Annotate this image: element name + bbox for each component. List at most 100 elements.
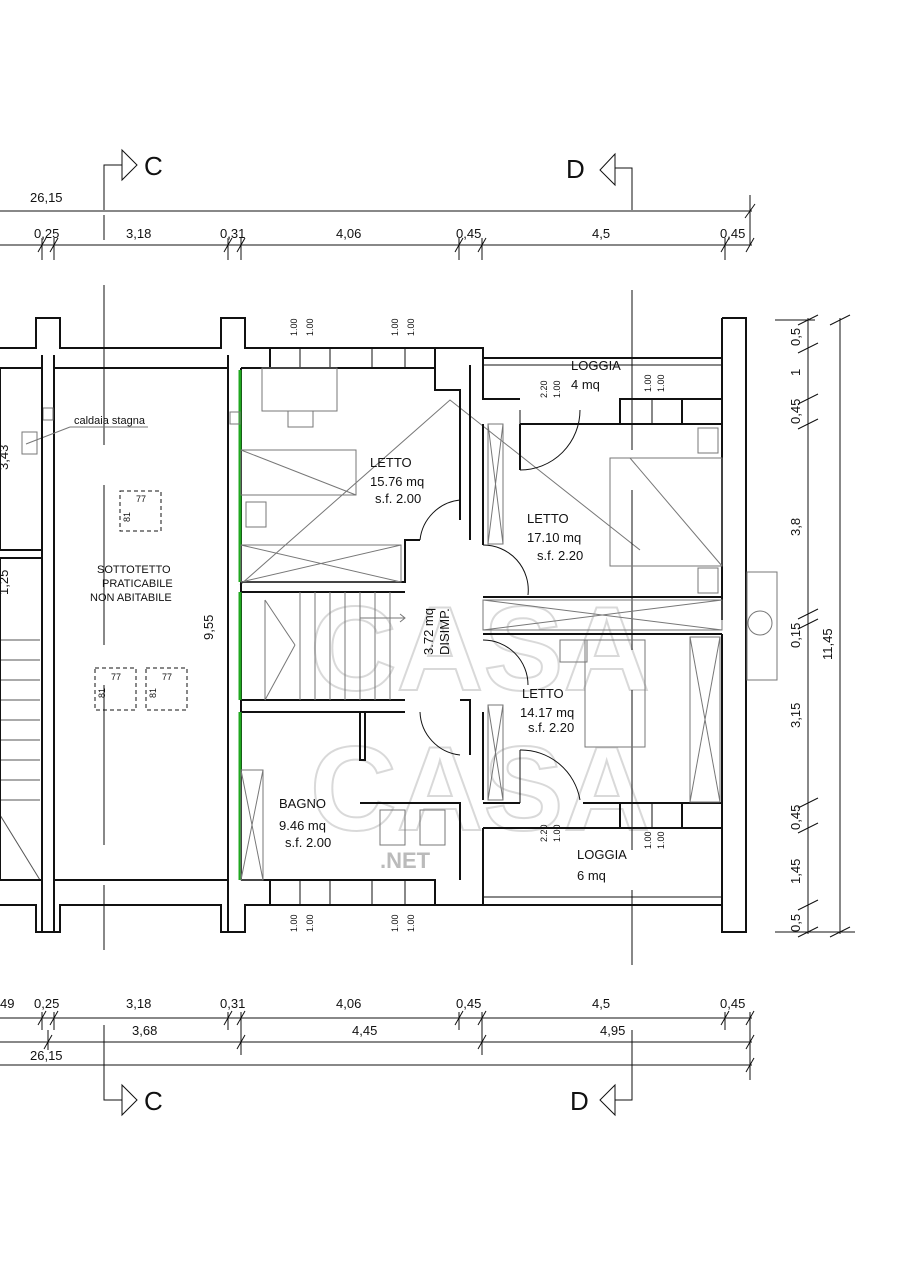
stairs (0, 367, 406, 881)
svg-text:0,45: 0,45 (788, 399, 803, 424)
room-loggia-1: LOGGIA 4 mq (571, 358, 621, 392)
svg-text:81: 81 (122, 512, 132, 522)
right-dimensions: 0,5 1 0,45 3,8 0,15 3,15 0,45 1,45 0,5 1… (775, 314, 855, 938)
svg-text:0,31: 0,31 (220, 226, 245, 241)
svg-text:CASA: CASA (310, 582, 650, 716)
furniture (21, 367, 778, 881)
svg-text:1: 1 (788, 369, 803, 376)
doors (419, 409, 581, 803)
dim-left-343: 3,43 (0, 445, 11, 470)
svg-text:4 mq: 4 mq (571, 377, 600, 392)
svg-text:1,45: 1,45 (788, 859, 803, 884)
svg-text:3,18: 3,18 (126, 226, 151, 241)
svg-text:1.00: 1.00 (643, 831, 653, 849)
svg-text:26,15: 26,15 (30, 190, 63, 205)
svg-text:0,5: 0,5 (788, 328, 803, 346)
svg-text:4,06: 4,06 (336, 226, 361, 241)
svg-text:49: 49 (0, 996, 14, 1011)
window-labels: 1.00 1.00 1.00 1.00 2.20 1.00 1.00 1.00 … (289, 318, 666, 932)
svg-text:1.00: 1.00 (656, 374, 666, 392)
svg-text:77: 77 (162, 672, 172, 682)
caldaia-label: caldaia stagna (74, 415, 146, 427)
svg-text:1.00: 1.00 (406, 318, 416, 336)
walls (0, 317, 747, 933)
sottotetto-label: SOTTOTETTO (97, 564, 171, 576)
svg-text:0,45: 0,45 (720, 226, 745, 241)
section-marker-c-top: C (103, 148, 163, 240)
svg-text:0,45: 0,45 (456, 996, 481, 1011)
svg-text:0,45: 0,45 (456, 226, 481, 241)
svg-text:77: 77 (111, 672, 121, 682)
room-bagno: BAGNO 9.46 mq s.f. 2.00 (279, 796, 331, 850)
svg-text:s.f. 2.20: s.f. 2.20 (528, 720, 574, 735)
roof-hatch: 77 81 (94, 667, 137, 711)
svg-text:0,31: 0,31 (220, 996, 245, 1011)
svg-text:2.20: 2.20 (539, 380, 549, 398)
svg-text:14.17 mq: 14.17 mq (520, 705, 574, 720)
svg-text:15.76 mq: 15.76 mq (370, 474, 424, 489)
svg-text:0,25: 0,25 (34, 996, 59, 1011)
roof-hatch: 77 81 (145, 667, 188, 711)
svg-text:0,45: 0,45 (788, 805, 803, 830)
svg-text:1.00: 1.00 (289, 914, 299, 932)
svg-text:81: 81 (148, 688, 158, 698)
svg-text:0,25: 0,25 (34, 226, 59, 241)
svg-text:0,15: 0,15 (788, 623, 803, 648)
svg-text:4,95: 4,95 (600, 1023, 625, 1038)
roof-hatch: 77 81 (119, 490, 162, 532)
svg-text:9.46 mq: 9.46 mq (279, 818, 326, 833)
svg-text:4,45: 4,45 (352, 1023, 377, 1038)
svg-text:CASA: CASA (310, 722, 650, 856)
svg-text:s.f. 2.00: s.f. 2.00 (375, 491, 421, 506)
svg-text:1.00: 1.00 (656, 831, 666, 849)
svg-text:s.f. 2.20: s.f. 2.20 (537, 548, 583, 563)
svg-text:C: C (144, 151, 163, 181)
svg-text:LOGGIA: LOGGIA (577, 847, 627, 862)
svg-text:4,06: 4,06 (336, 996, 361, 1011)
svg-text:3,68: 3,68 (132, 1023, 157, 1038)
svg-text:LETTO: LETTO (370, 455, 412, 470)
svg-text:1.00: 1.00 (390, 914, 400, 932)
svg-text:DISIMP.: DISIMP. (437, 608, 452, 655)
svg-text:77: 77 (136, 494, 146, 504)
svg-text:LETTO: LETTO (527, 511, 569, 526)
height-label: 9,55 (201, 615, 216, 640)
svg-text:LETTO: LETTO (522, 686, 564, 701)
sottotetto-label: NON ABITABILE (90, 592, 172, 604)
room-disimpegno: 3.72 mq DISIMP. (421, 608, 452, 655)
svg-text:6 mq: 6 mq (577, 868, 606, 883)
svg-text:D: D (570, 1086, 589, 1116)
svg-text:0,5: 0,5 (788, 914, 803, 932)
svg-text:s.f. 2.00: s.f. 2.00 (285, 835, 331, 850)
room-loggia-2: LOGGIA 6 mq (577, 847, 627, 883)
svg-text:.NET: .NET (380, 848, 431, 873)
room-letto-2: LETTO 17.10 mq s.f. 2.20 (527, 511, 583, 563)
section-marker-d-top: D (566, 152, 633, 210)
svg-text:1.00: 1.00 (643, 374, 653, 392)
sottotetto-label: PRATICABILE (102, 578, 173, 590)
top-dimensions: 26,15 0,25 3,18 0,31 4,06 0,45 4,5 0,45 (0, 190, 756, 260)
svg-text:1.00: 1.00 (305, 318, 315, 336)
svg-text:3,8: 3,8 (788, 518, 803, 536)
svg-text:1.00: 1.00 (390, 318, 400, 336)
section-marker-d-bottom: D (570, 1030, 633, 1117)
svg-text:2.20: 2.20 (539, 824, 549, 842)
bottom-dimensions: 49 0,25 3,18 0,31 4,06 0,45 4,5 0,45 3,6… (0, 996, 755, 1080)
section-marker-c-bottom: C (103, 1025, 163, 1117)
svg-text:1.00: 1.00 (406, 914, 416, 932)
watermark-logo: CASA CASA .NET (239, 399, 651, 873)
svg-text:1.00: 1.00 (305, 914, 315, 932)
dim-left-125: 1,25 (0, 570, 11, 595)
svg-text:3,18: 3,18 (126, 996, 151, 1011)
room-letto-1: LETTO 15.76 mq s.f. 2.00 (370, 455, 424, 506)
svg-text:D: D (566, 154, 585, 184)
room-letto-3: LETTO 14.17 mq s.f. 2.20 (520, 686, 574, 735)
svg-text:0,45: 0,45 (720, 996, 745, 1011)
svg-text:4,5: 4,5 (592, 226, 610, 241)
svg-text:BAGNO: BAGNO (279, 796, 326, 811)
svg-text:3,15: 3,15 (788, 703, 803, 728)
svg-text:81: 81 (97, 688, 107, 698)
svg-text:C: C (144, 1086, 163, 1116)
svg-text:LOGGIA: LOGGIA (571, 358, 621, 373)
